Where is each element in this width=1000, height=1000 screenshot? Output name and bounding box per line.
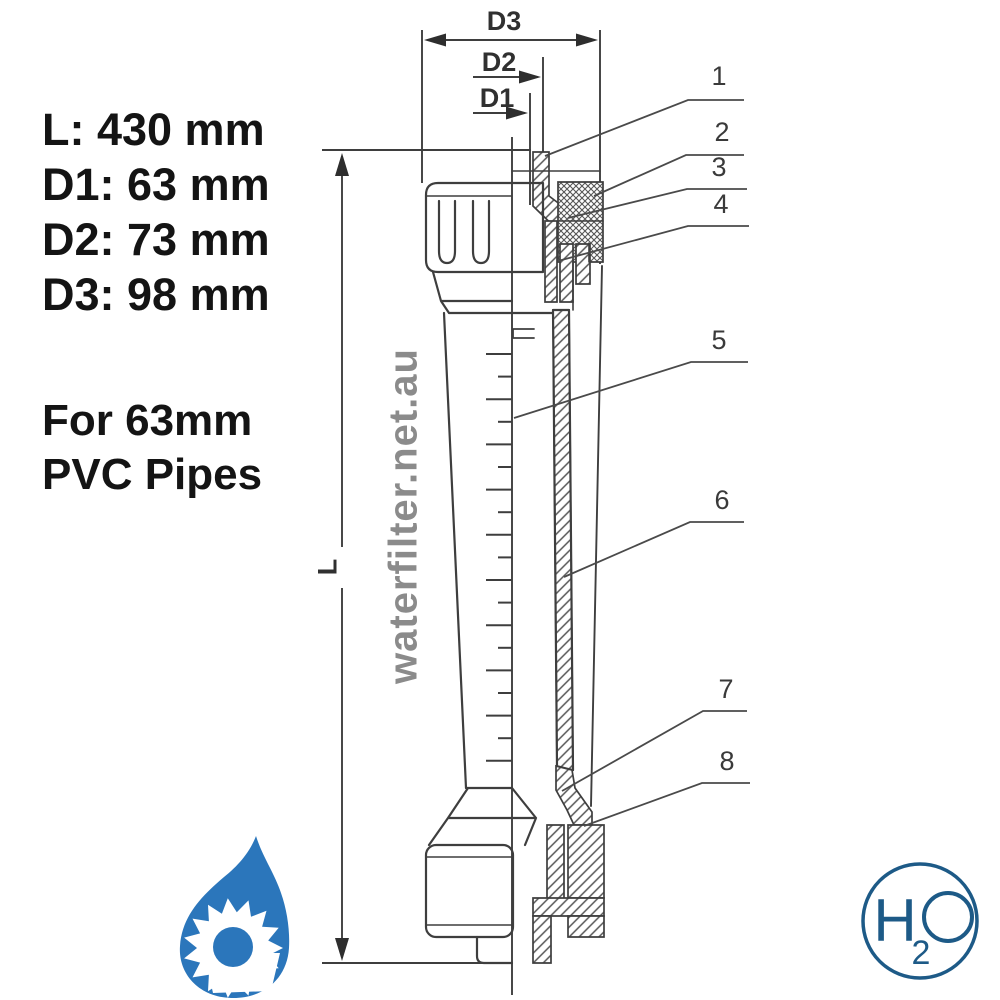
callout-number-3: 3 xyxy=(711,152,727,182)
top-seal-bar-1 xyxy=(544,220,558,303)
top-shoulder xyxy=(431,270,555,315)
spec-line-d1: D1: 63 mm xyxy=(42,159,270,210)
h2o-letter-h: H xyxy=(873,887,916,954)
spec-line-length: L: 430 mm xyxy=(42,104,265,155)
d1-arrow xyxy=(506,106,528,120)
h2o-subscript-2: 2 xyxy=(912,934,931,972)
bottom-socket-section xyxy=(567,824,605,899)
top-seal-bar-2 xyxy=(559,243,574,303)
spec-line-d3: D3: 98 mm xyxy=(42,269,270,320)
callout-number-7: 7 xyxy=(718,674,734,704)
note-line-2: PVC Pipes xyxy=(42,450,263,499)
watermark-text: waterfilter.net.au xyxy=(381,348,426,684)
d2-label: D2 xyxy=(481,47,517,77)
hatched-sections xyxy=(532,151,605,964)
leader-1 xyxy=(544,99,744,157)
bottom-nut-inner-lines xyxy=(426,856,513,926)
d3-arrow-left xyxy=(424,33,446,47)
spec-line-d2: D2: 73 mm xyxy=(42,214,270,265)
tube-left-edge xyxy=(442,311,468,790)
leader-3 xyxy=(567,188,747,219)
spec-text-block: L: 430 mm D1: 63 mm D2: 73 mm D3: 98 mm xyxy=(42,102,270,322)
d1-label: D1 xyxy=(479,83,515,113)
length-arrow-up xyxy=(335,153,349,176)
tube-wall-edges xyxy=(551,308,575,772)
callout-number-2: 2 xyxy=(714,117,730,147)
h2o-logo: H 2 O xyxy=(861,862,979,980)
leader-2 xyxy=(593,154,744,197)
leader-7 xyxy=(561,710,747,792)
leader-6 xyxy=(563,521,744,578)
d3-arrow-right xyxy=(576,33,598,47)
length-arrow-down xyxy=(335,938,349,961)
bottom-inner-bar-section xyxy=(546,824,565,909)
top-union-nut-section xyxy=(557,181,604,263)
callout-leaders xyxy=(513,99,750,827)
callout-number-5: 5 xyxy=(711,325,727,355)
callout-number-4: 4 xyxy=(713,189,729,219)
callout-number-8: 8 xyxy=(719,746,735,776)
bottom-foot-outline xyxy=(475,935,514,965)
length-label: L xyxy=(312,558,343,576)
callout-number-6: 6 xyxy=(714,485,730,515)
h2o-outer-circle xyxy=(861,862,979,980)
body-outlines xyxy=(424,170,604,965)
scale-ticks xyxy=(486,353,512,762)
leader-8 xyxy=(583,782,750,827)
dimension-arrowheads xyxy=(335,33,598,961)
d3-label: D3 xyxy=(486,6,522,36)
gear-hub xyxy=(213,927,253,967)
bottom-right-block-section xyxy=(567,915,605,938)
bottom-shoulder xyxy=(427,786,538,847)
h2o-letter-o-circle: O xyxy=(922,891,974,943)
top-union-nut-outline xyxy=(424,181,545,274)
leader-5 xyxy=(513,361,748,419)
bottom-union-nut-outline xyxy=(424,843,515,939)
bottom-left-bar-section xyxy=(532,915,552,964)
water-drop-gear-logo xyxy=(179,836,290,999)
callout-number-1: 1 xyxy=(711,61,727,91)
top-nut-slot-1 xyxy=(437,199,457,265)
top-seal-bar-3 xyxy=(575,243,591,285)
pipe-note-block: For 63mm PVC Pipes xyxy=(42,394,262,502)
d2-arrow xyxy=(519,70,541,84)
bottom-step-band-section xyxy=(532,897,605,917)
leader-4 xyxy=(557,225,749,262)
top-nut-slot-2 xyxy=(471,199,491,265)
outer-casing-right-edge xyxy=(590,265,603,807)
bottom-elbow-section xyxy=(555,764,593,826)
note-line-1: For 63mm xyxy=(42,396,253,445)
float-indicator xyxy=(512,328,535,339)
